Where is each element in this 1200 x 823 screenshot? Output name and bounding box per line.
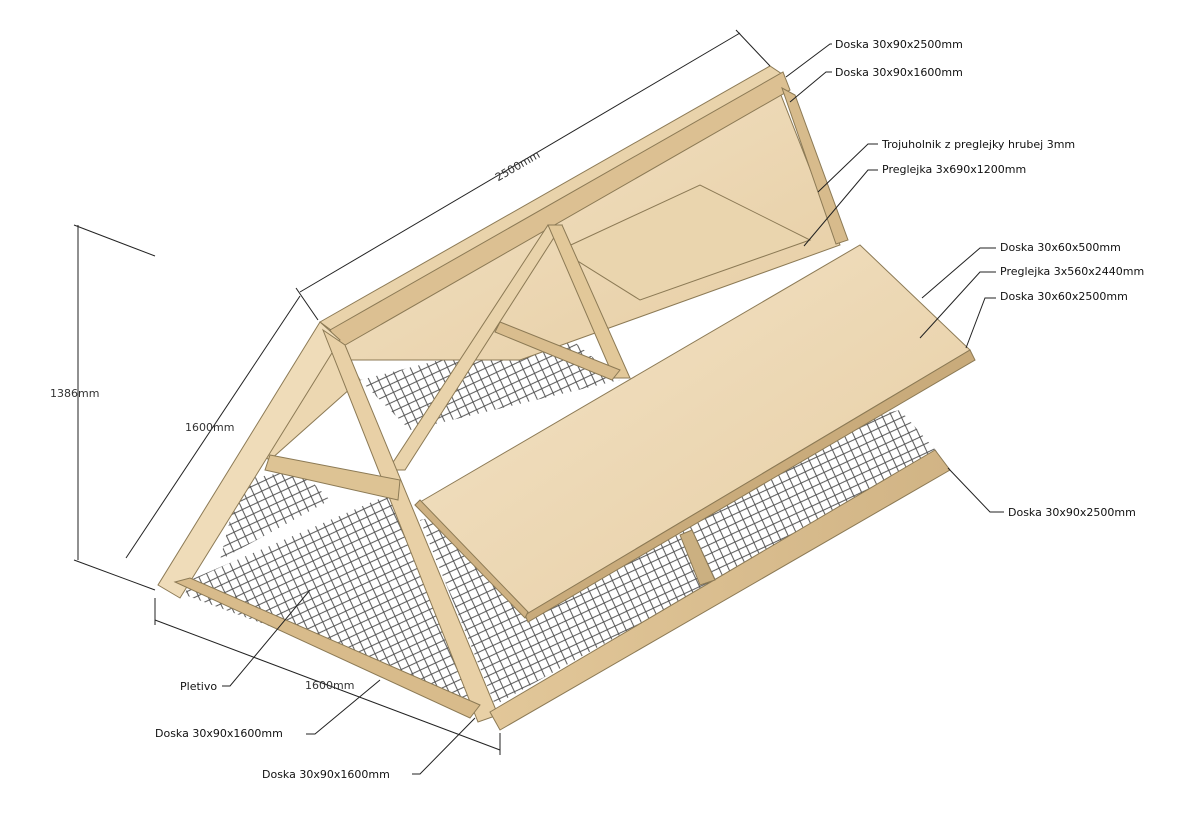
- label-plywood-small: Preglejka 3x690x1200mm: [882, 163, 1026, 176]
- label-board-500: Doska 30x60x500mm: [1000, 241, 1121, 254]
- floor-mesh: [185, 490, 470, 700]
- dim-length-label: 2500mm: [493, 148, 542, 184]
- base-front-board: [173, 577, 481, 719]
- dim-line-length: [299, 32, 741, 293]
- leader-triangle: [817, 143, 878, 193]
- leader-board-500: [921, 247, 996, 299]
- leader-end-board-top: [789, 71, 832, 103]
- brace-right: [547, 224, 631, 379]
- dim-line-base: [154, 619, 501, 751]
- leader-top-board: [785, 43, 832, 78]
- dim-tick: [73, 224, 156, 257]
- leader-mesh: [222, 589, 311, 687]
- dim-tick: [735, 29, 771, 67]
- callouts: Doska 30x90x2500mm Doska 30x90x1600mm Tr…: [155, 38, 1144, 781]
- label-end-board-top: Doska 30x90x1600mm: [835, 66, 963, 79]
- dim-base-label: 1600mm: [305, 679, 354, 692]
- leader-board-2500-lid: [965, 297, 996, 349]
- dim-tick: [295, 287, 319, 321]
- leader-base-long: [947, 467, 1004, 513]
- back-roof-inner: [558, 184, 812, 301]
- mid-rail: [494, 321, 621, 381]
- label-base-end-1: Doska 30x90x1600mm: [155, 727, 283, 740]
- left-crossbar: [264, 454, 401, 501]
- left-end-mesh: [220, 470, 330, 560]
- label-top-board: Doska 30x90x2500mm: [835, 38, 963, 51]
- lid-left-edge: [414, 499, 529, 619]
- leader-base-end-1: [306, 679, 381, 735]
- dim-side-label: 1600mm: [185, 421, 234, 434]
- coop-structure: [157, 65, 976, 731]
- label-plywood-large: Preglejka 3x560x2440mm: [1000, 265, 1144, 278]
- dim-line-side: [125, 295, 301, 559]
- label-base-long: Doska 30x90x2500mm: [1008, 506, 1136, 519]
- label-triangle: Trojuholnik z preglejky hrubej 3mm: [881, 138, 1075, 151]
- label-board-2500-lid: Doska 30x60x2500mm: [1000, 290, 1128, 303]
- side-post: [679, 529, 716, 586]
- leader-plywood-large: [919, 271, 996, 339]
- dim-tick: [73, 559, 156, 591]
- side-mesh: [420, 410, 940, 705]
- label-base-end-2: Doska 30x90x1600mm: [262, 768, 390, 781]
- leader-plywood-small: [803, 169, 878, 247]
- leader-base-end-2: [412, 717, 476, 775]
- dim-height-label: 1386mm: [50, 387, 99, 400]
- left-rafter-outer: [157, 321, 341, 599]
- label-mesh: Pletivo: [180, 680, 217, 693]
- lid-edge: [524, 349, 976, 623]
